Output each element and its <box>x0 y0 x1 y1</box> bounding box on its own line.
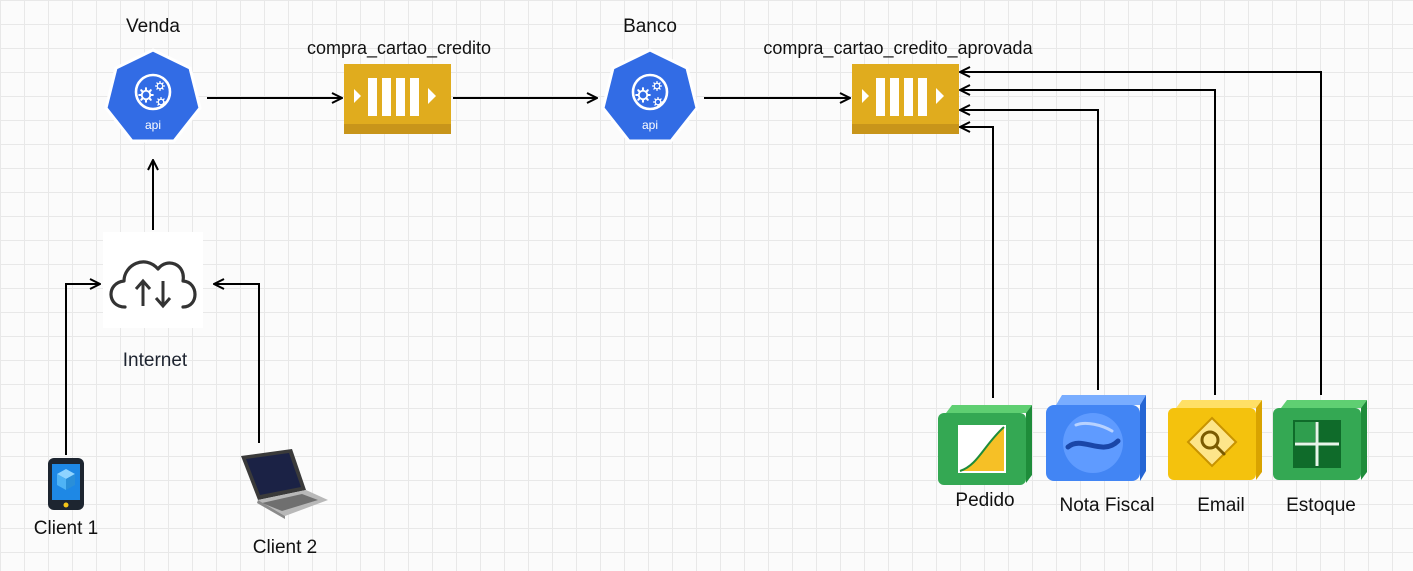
nota-fiscal-label: Nota Fiscal <box>1059 495 1155 516</box>
banco-api-icon: api <box>601 48 699 143</box>
client1-label: Client 1 <box>33 518 99 539</box>
queue-compra-icon <box>344 64 451 134</box>
estoque-app-icon <box>1273 400 1367 480</box>
edges <box>65 72 1322 455</box>
edge-pedido-queue-aprovada <box>960 127 994 398</box>
internet-label: Internet <box>122 350 188 371</box>
venda-label: Venda <box>126 16 180 37</box>
queue-aprovada-label: compra_cartao_credito_aprovada <box>763 38 1033 58</box>
banco-badge: api <box>642 118 658 132</box>
venda-api-icon: api <box>104 48 202 143</box>
edge-notafiscal-queue-aprovada <box>960 110 1099 390</box>
internet-cloud-icon <box>103 232 203 328</box>
client2-label: Client 2 <box>252 537 318 558</box>
nota-fiscal-app-icon <box>1046 395 1146 481</box>
email-label: Email <box>1197 495 1245 516</box>
estoque-label: Estoque <box>1286 495 1356 516</box>
laptop-icon <box>241 449 328 519</box>
phone-icon <box>48 458 84 510</box>
pedido-app-icon <box>938 405 1032 485</box>
queue-aprovada-icon <box>852 64 959 134</box>
email-app-icon <box>1168 400 1262 480</box>
edge-email-queue-aprovada <box>960 90 1216 395</box>
edge-client1-internet <box>65 284 100 455</box>
banco-label: Banco <box>623 16 677 37</box>
edge-client2-internet <box>214 284 260 443</box>
venda-badge: api <box>145 118 161 132</box>
pedido-label: Pedido <box>955 490 1015 511</box>
queue-compra-label: compra_cartao_credito <box>306 38 492 58</box>
edge-estoque-queue-aprovada <box>960 72 1322 395</box>
